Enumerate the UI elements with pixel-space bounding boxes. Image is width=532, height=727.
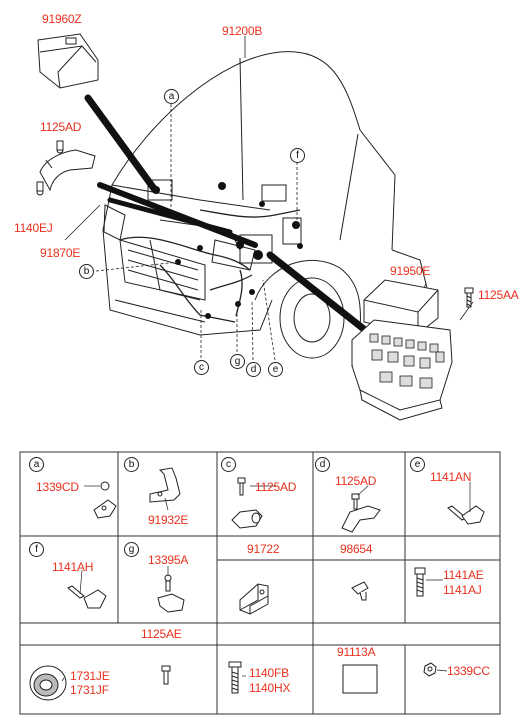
callout-c: c	[194, 360, 209, 375]
nut-1339CC: 1339CC	[447, 664, 490, 678]
hex-nut-icon	[423, 662, 437, 677]
cell-a-part-icon	[93, 481, 117, 519]
callout-b: b	[79, 264, 94, 279]
cell-f-part: 1141AH	[52, 560, 94, 574]
harness-sweep-front	[97, 182, 258, 248]
small-screw-icon	[161, 665, 171, 685]
cell-c-letter: c	[221, 457, 236, 472]
cell-e-part-icon	[447, 505, 485, 525]
header-1125AE: 1125AE	[141, 627, 182, 641]
callout-a: a	[164, 89, 179, 104]
cell-f-letter: f	[29, 542, 44, 557]
label-front-harness: 91870E	[40, 246, 81, 260]
cell-c-part: 1125AD	[255, 480, 297, 494]
cell-c-part-icon	[231, 477, 263, 529]
nozzle-clip-icon	[351, 581, 369, 601]
header-91722: 91722	[247, 542, 280, 556]
flange-bolt-icon	[228, 661, 242, 694]
cell-d-part-icon	[341, 493, 381, 533]
grommet-1731JF: 1731JF	[70, 683, 109, 697]
grommet-1731JE: 1731JE	[70, 669, 110, 683]
cell-g-part: 13395A	[148, 553, 189, 567]
cell-a-part: 1339CD	[36, 480, 79, 494]
bolt-1140HX: 1140HX	[249, 681, 291, 695]
callout-g: g	[230, 354, 245, 369]
bolt-1140FB: 1140FB	[249, 666, 289, 680]
header-91113A: 91113A	[337, 645, 376, 659]
label-bolt-b: 1140EJ	[14, 221, 53, 235]
cell-e-part: 1141AN	[430, 470, 472, 484]
harness-sweep-jbox	[266, 251, 369, 334]
bolt-1141AJ: 1141AJ	[443, 583, 482, 597]
callout-d: d	[246, 362, 261, 377]
cell-f-part-icon	[67, 585, 107, 609]
cell-e-letter: e	[410, 457, 425, 472]
callout-e: e	[268, 362, 283, 377]
bolt-1141AE: 1141AE	[443, 568, 484, 582]
angle-bracket-icon	[239, 583, 269, 615]
header-98654: 98654	[340, 542, 373, 556]
label-bolt-a: 1125AD	[40, 120, 82, 134]
label-top-cover: 91960Z	[42, 12, 82, 26]
parts-table-grid	[19, 451, 501, 715]
cell-d-letter: d	[315, 457, 330, 472]
label-bolt-c: 1125AA	[478, 288, 519, 302]
cell-b-part: 91932E	[148, 513, 189, 527]
cell-b-part-icon	[149, 467, 181, 503]
harness-sweep-cover	[84, 94, 159, 194]
bracket-icon	[39, 149, 96, 192]
cell-g-part-icon	[157, 574, 185, 613]
grommet-icon	[29, 665, 67, 701]
label-harness-main: 91200B	[222, 24, 263, 38]
label-junction-box: 91950E	[390, 264, 431, 278]
cell-b-letter: b	[124, 457, 139, 472]
cell-d-part: 1125AD	[335, 474, 377, 488]
long-bolt-icon	[414, 567, 426, 597]
cell-g-letter: g	[124, 542, 139, 557]
cell-a-letter: a	[29, 457, 44, 472]
label-sticker-icon	[342, 664, 378, 694]
hood-outline	[111, 51, 361, 186]
callout-f: f	[290, 148, 305, 163]
